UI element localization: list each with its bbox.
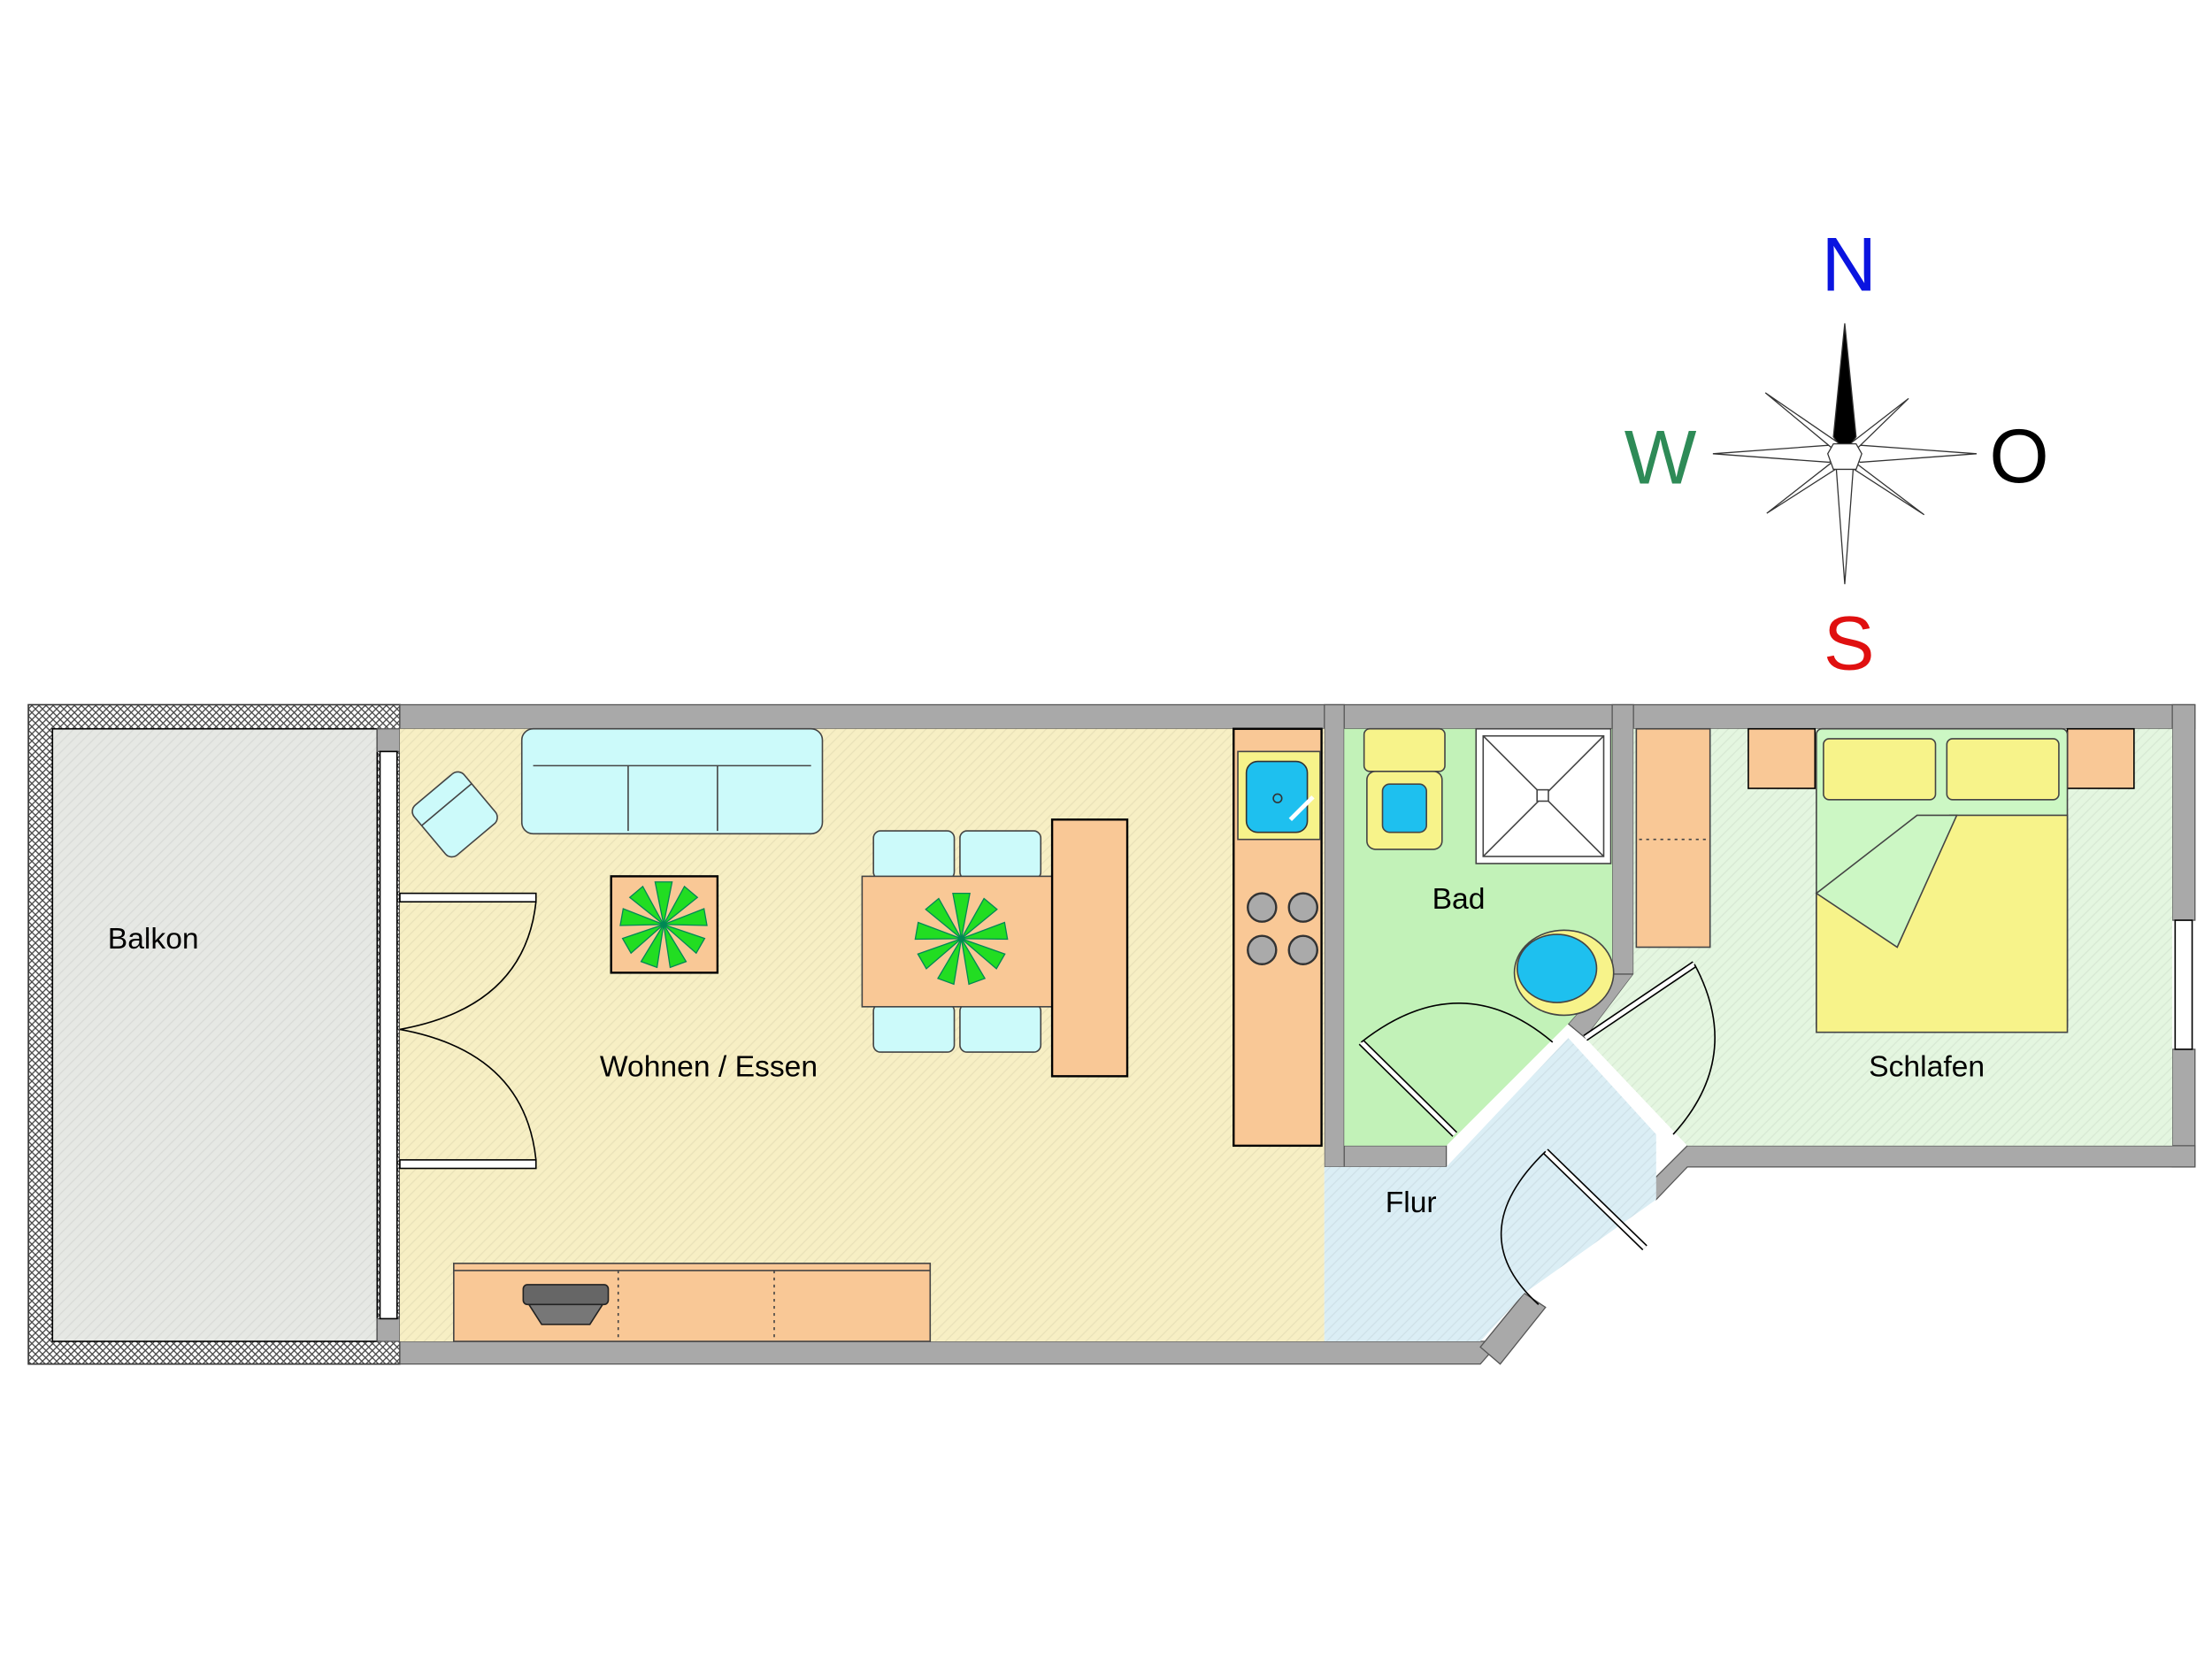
balcony	[27, 703, 401, 1365]
kitchen-counter	[1233, 727, 1323, 1148]
compass-east: O	[1989, 414, 2048, 499]
compass-west: W	[1624, 415, 1697, 500]
walls	[376, 703, 2196, 1365]
room-flur	[1324, 1038, 1656, 1342]
compass-rose-icon	[1712, 323, 1978, 585]
nightstands	[1747, 727, 2135, 789]
dining-chairs	[872, 830, 1042, 1053]
coffee-table	[610, 875, 719, 974]
label-bad: Bad	[1432, 883, 1486, 916]
bedroom-door[interactable]	[1583, 961, 1716, 1135]
label-wohnen-essen: Wohnen / Essen	[600, 1050, 818, 1083]
counter	[1050, 818, 1129, 1078]
sideboard	[453, 1263, 932, 1342]
balcony-door[interactable]	[379, 750, 537, 1320]
compass-north: N	[1822, 223, 1877, 308]
entrance-door[interactable]	[1500, 1148, 1647, 1305]
sofa	[520, 727, 824, 835]
label-flur: Flur	[1386, 1187, 1437, 1219]
label-schlafen: Schlafen	[1869, 1050, 1985, 1083]
compass-south: S	[1824, 601, 1875, 686]
washbasin	[1513, 929, 1615, 1017]
shower	[1475, 727, 1612, 864]
armchair	[411, 771, 498, 858]
bedroom-window	[2174, 919, 2193, 1050]
plant-icon	[914, 892, 1009, 986]
room-wohnen-essen	[399, 728, 1325, 1342]
plant-icon	[619, 881, 708, 969]
toilet	[1363, 727, 1446, 850]
bathroom-door[interactable]	[1358, 1002, 1554, 1137]
wardrobe	[1635, 727, 1711, 949]
bed	[1815, 727, 2069, 1033]
tv-icon	[522, 1284, 610, 1325]
label-balkon: Balkon	[108, 923, 199, 956]
stove	[1247, 892, 1318, 965]
dining-table	[861, 818, 1129, 1078]
